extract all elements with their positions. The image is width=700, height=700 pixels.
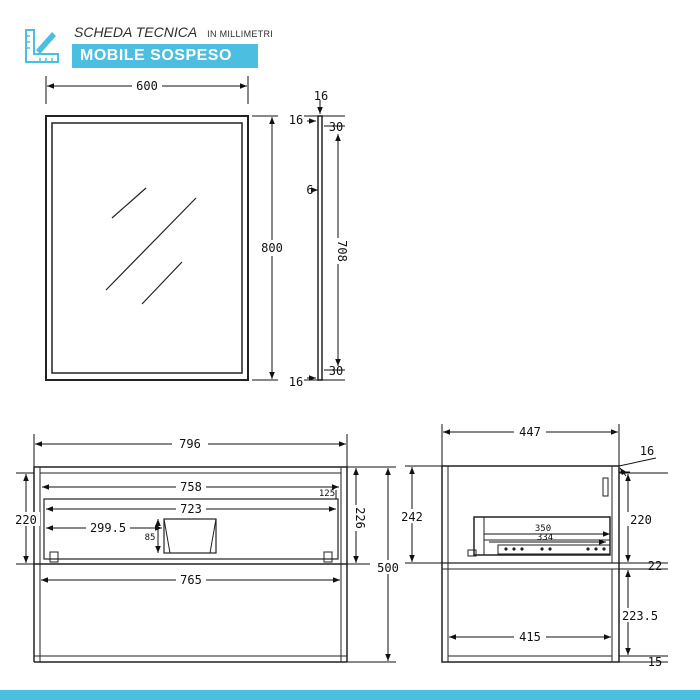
shelf-gap-label: 22 xyxy=(648,559,662,573)
inner-width-label: 758 xyxy=(180,480,202,494)
mirror-top-left-label: 16 xyxy=(289,113,303,127)
side-depth-label: 447 xyxy=(519,425,541,439)
bottom-depth-label: 415 xyxy=(519,630,541,644)
mirror-reflection-line xyxy=(105,197,197,291)
mirror-side-view: 16 16 30 6 708 30 16 xyxy=(289,89,349,389)
drawer-handle xyxy=(163,518,217,554)
mirror-reflection-line xyxy=(111,187,147,219)
mirror-inner-height-label: 708 xyxy=(335,240,349,262)
cabinet-front-view: 796 758 723 125 299.5 85 xyxy=(12,434,402,663)
drawer-width-label: 723 xyxy=(180,502,202,516)
frame-width-label: 765 xyxy=(180,573,202,587)
cabinet-side-view: 447 16 242 350 334 xyxy=(398,424,668,669)
mirror-frame xyxy=(45,115,249,381)
left-height-label: 220 xyxy=(15,513,37,527)
drawer-section-label: 220 xyxy=(630,513,652,527)
footer-accent-bar xyxy=(0,690,700,700)
cabinet-width-label: 796 xyxy=(179,437,201,451)
mirror-height-label: 800 xyxy=(261,241,283,255)
handle-offset-label: 299.5 xyxy=(90,521,126,535)
mirror-reflection-line xyxy=(141,261,183,305)
top-thickness-label: 16 xyxy=(640,444,654,458)
mirror-glass xyxy=(51,122,243,374)
mirror-front-view: 600 800 xyxy=(45,76,284,381)
drawer-height-label: 226 xyxy=(353,507,367,529)
mirror-top-offset-label: 30 xyxy=(329,120,343,134)
side-cabinet-outline xyxy=(441,465,620,663)
top-recess-label: 125 xyxy=(319,489,335,499)
handle-height-label: 85 xyxy=(145,533,156,543)
sheet-title: SCHEDA TECNICA IN MILLIMETRI xyxy=(74,24,273,40)
sheet-title-text: SCHEDA TECNICA xyxy=(74,24,198,40)
lower-height-label: 223.5 xyxy=(622,609,658,623)
mirror-bottom-offset-label: 30 xyxy=(329,364,343,378)
mirror-thickness-label: 6 xyxy=(306,183,313,197)
bottom-thickness-label: 15 xyxy=(648,655,662,669)
total-height-label: 500 xyxy=(377,561,399,575)
upper-height-label: 242 xyxy=(401,510,423,524)
runner-travel-label: 334 xyxy=(537,533,553,543)
runner-length-label: 350 xyxy=(535,524,551,534)
header: SCHEDA TECNICA IN MILLIMETRI MOBILE SOSPE… xyxy=(0,0,700,72)
mirror-top-depth-label: 16 xyxy=(314,89,328,103)
units-label: IN MILLIMETRI xyxy=(207,29,274,39)
mirror-bottom-left-label: 16 xyxy=(289,375,303,389)
mirror-width-label: 600 xyxy=(136,79,158,93)
mirror-side-profile xyxy=(317,115,323,381)
product-banner: MOBILE SOSPESO xyxy=(72,44,258,68)
ruler-pencil-icon xyxy=(22,26,62,66)
